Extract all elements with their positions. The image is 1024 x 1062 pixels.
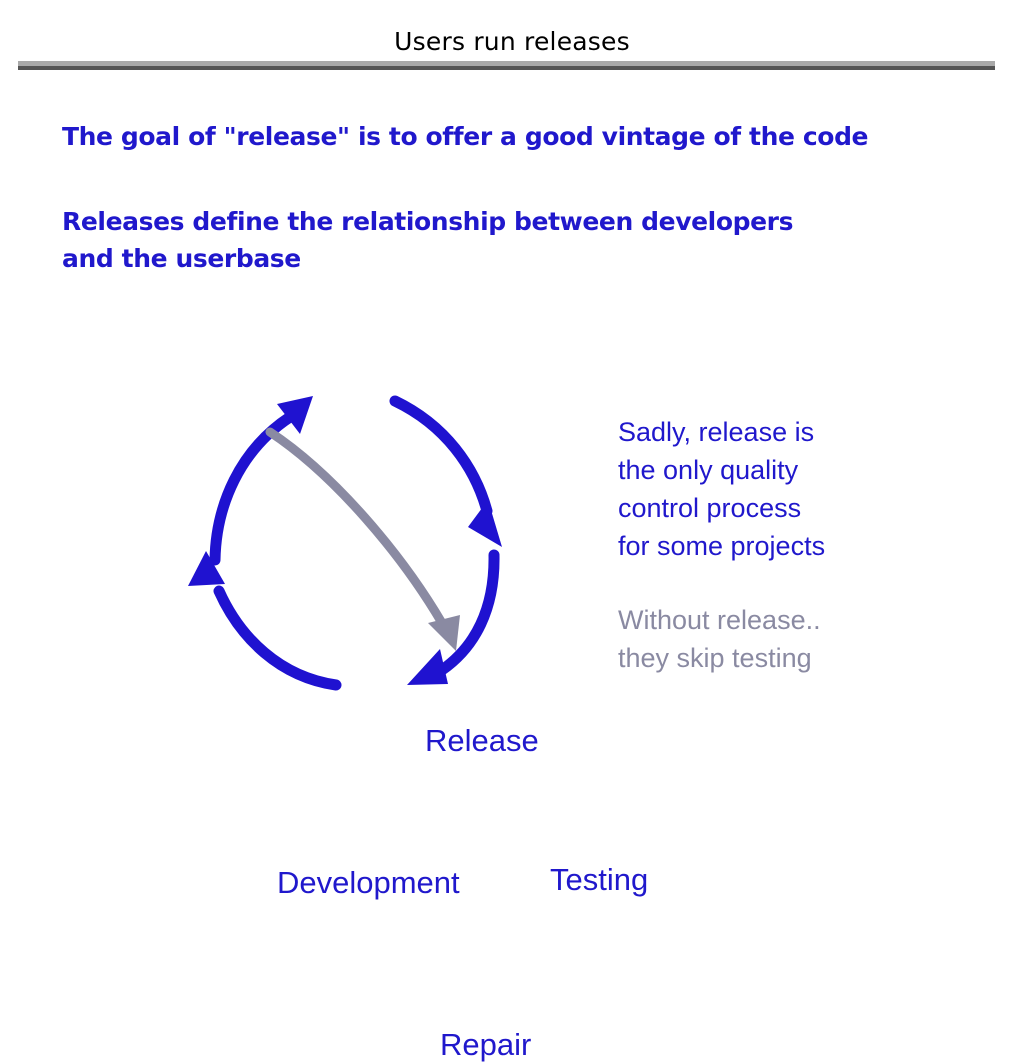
- arrow-development-to-release: [209, 396, 313, 566]
- cycle-node-repair: Repair: [440, 1027, 532, 1062]
- arrow-release-to-testing: [389, 395, 502, 547]
- bullet-release-relationship: Releases define the relationship between…: [62, 207, 794, 273]
- divider-shadow: [18, 66, 995, 70]
- page-title: Users run releases: [394, 27, 630, 56]
- cycle-node-release: Release: [425, 723, 539, 758]
- arrow-release-to-repair-shortcut: [265, 427, 460, 651]
- note-without-release: Without release.. they skip testing: [618, 605, 821, 673]
- arrow-testing-to-repair: [407, 549, 500, 685]
- bullet-release-goal: The goal of "release" is to offer a good…: [62, 122, 869, 151]
- note-release-is-only-qc: Sadly, release is the only quality contr…: [618, 417, 826, 561]
- cycle-node-testing: Testing: [550, 862, 649, 897]
- cycle-arrows-graphic: [188, 395, 502, 691]
- cycle-node-development: Development: [277, 865, 460, 900]
- title-divider: [18, 61, 995, 70]
- arrow-repair-to-development: [188, 551, 342, 691]
- divider-highlight: [18, 61, 995, 66]
- release-cycle-diagram: Release Testing Repair Development: [130, 355, 648, 1060]
